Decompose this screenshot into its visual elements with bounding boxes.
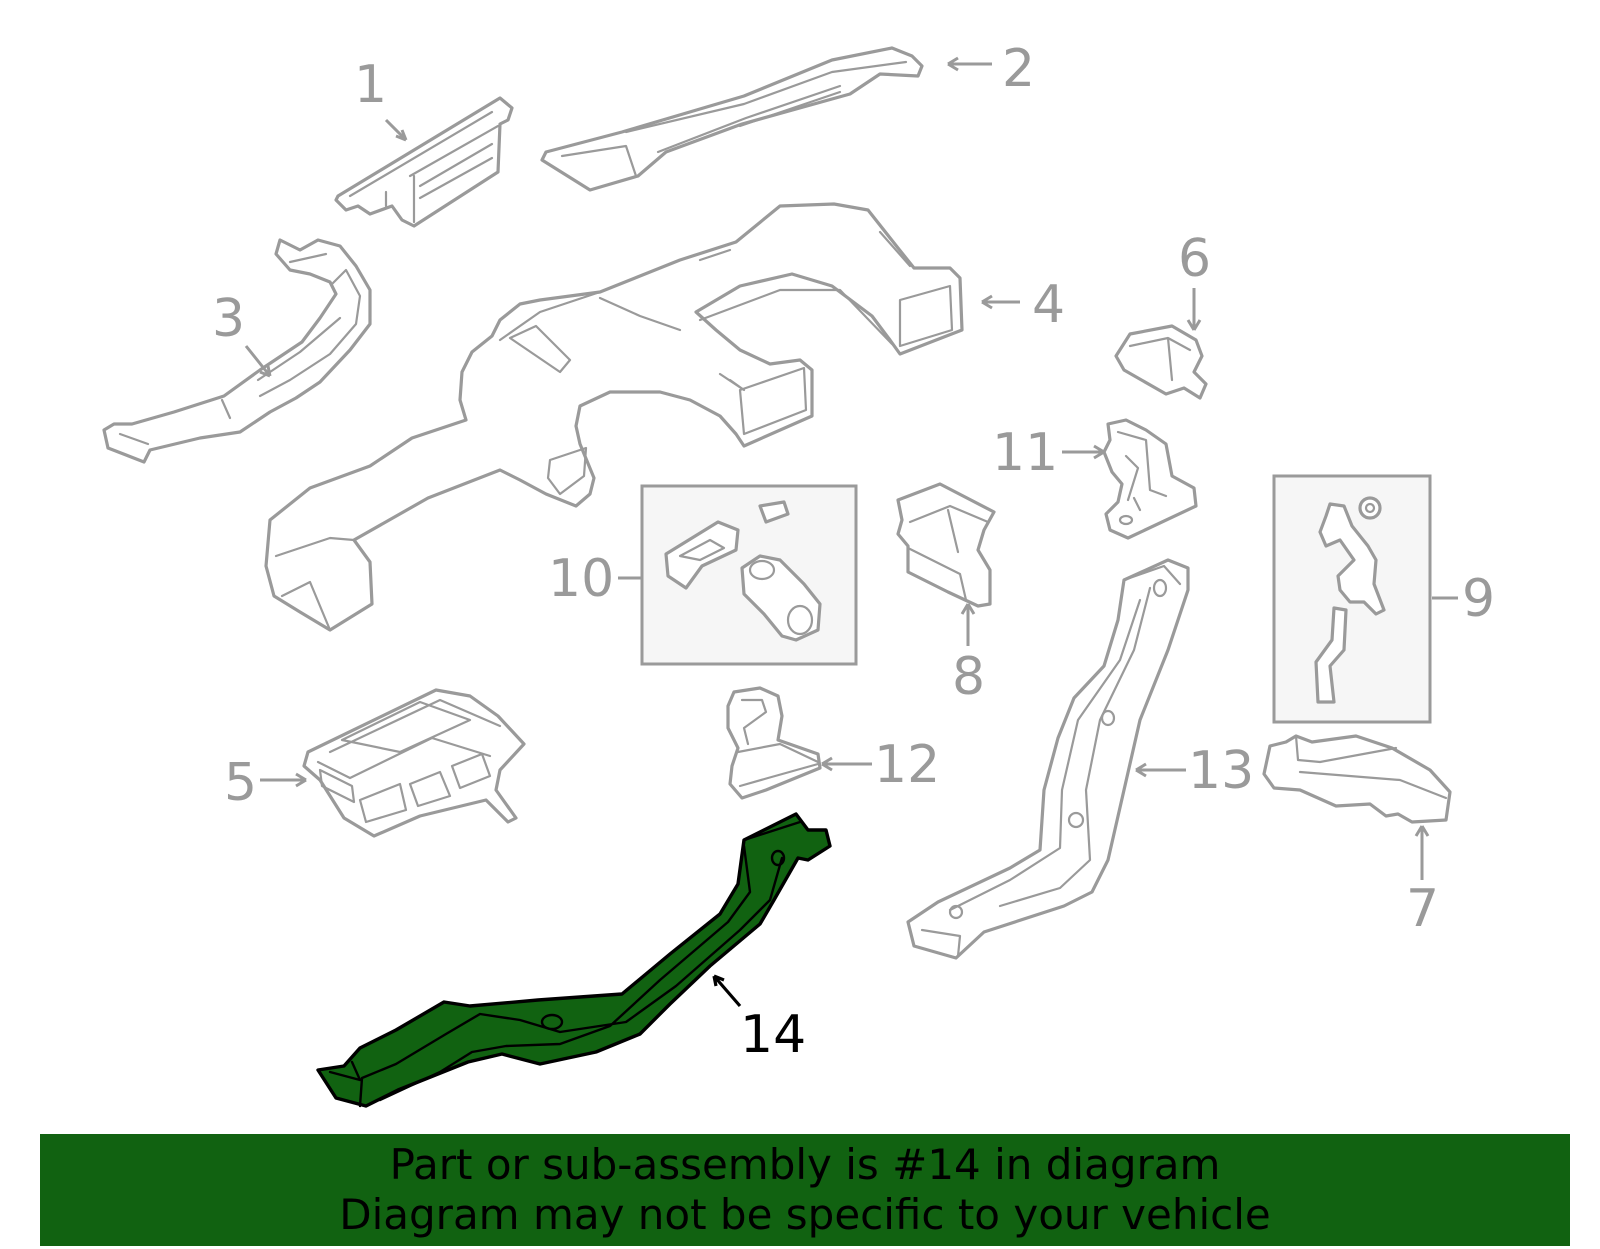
part-1-duct[interactable] [334, 96, 514, 228]
callout-12: 12 [874, 735, 940, 795]
part-11-bracket[interactable] [1102, 418, 1198, 540]
part-12-duct[interactable] [726, 686, 822, 800]
banner-line-part-number: Part or sub-assembly is #14 in diagram [389, 1140, 1221, 1189]
part-10-kit-box[interactable] [640, 484, 858, 666]
part-7-duct[interactable] [1262, 734, 1452, 824]
info-banner: Part or sub-assembly is #14 in diagram D… [40, 1134, 1570, 1246]
callout-labels: 1 2 3 4 5 6 7 8 9 10 11 12 13 14 [212, 39, 1495, 1065]
callout-4: 4 [1032, 275, 1065, 335]
callout-7: 7 [1406, 879, 1439, 939]
callout-2: 2 [1002, 39, 1035, 99]
part-9-kit-box[interactable] [1272, 474, 1432, 724]
part-13-bracket[interactable] [906, 558, 1190, 960]
part-2-duct[interactable] [540, 46, 924, 192]
callout-1: 1 [354, 55, 387, 115]
callout-11: 11 [992, 423, 1058, 483]
part-6-bracket[interactable] [1114, 324, 1208, 400]
banner-line-disclaimer: Diagram may not be specific to your vehi… [339, 1190, 1271, 1239]
callout-6: 6 [1178, 229, 1211, 289]
callout-14: 14 [740, 1005, 806, 1065]
part-8-duct[interactable] [896, 482, 996, 608]
callout-8: 8 [952, 647, 985, 707]
callout-10: 10 [548, 549, 614, 609]
callout-9: 9 [1462, 569, 1495, 629]
part-14-highlighted-bracket[interactable] [316, 812, 832, 1108]
callout-13: 13 [1188, 741, 1254, 801]
callout-3: 3 [212, 289, 245, 349]
part-3-duct[interactable] [102, 238, 372, 464]
part-5-panel[interactable] [302, 688, 526, 838]
part-4-main-duct[interactable] [264, 202, 964, 632]
leader-lines [244, 56, 1458, 1008]
callout-5: 5 [224, 753, 257, 813]
